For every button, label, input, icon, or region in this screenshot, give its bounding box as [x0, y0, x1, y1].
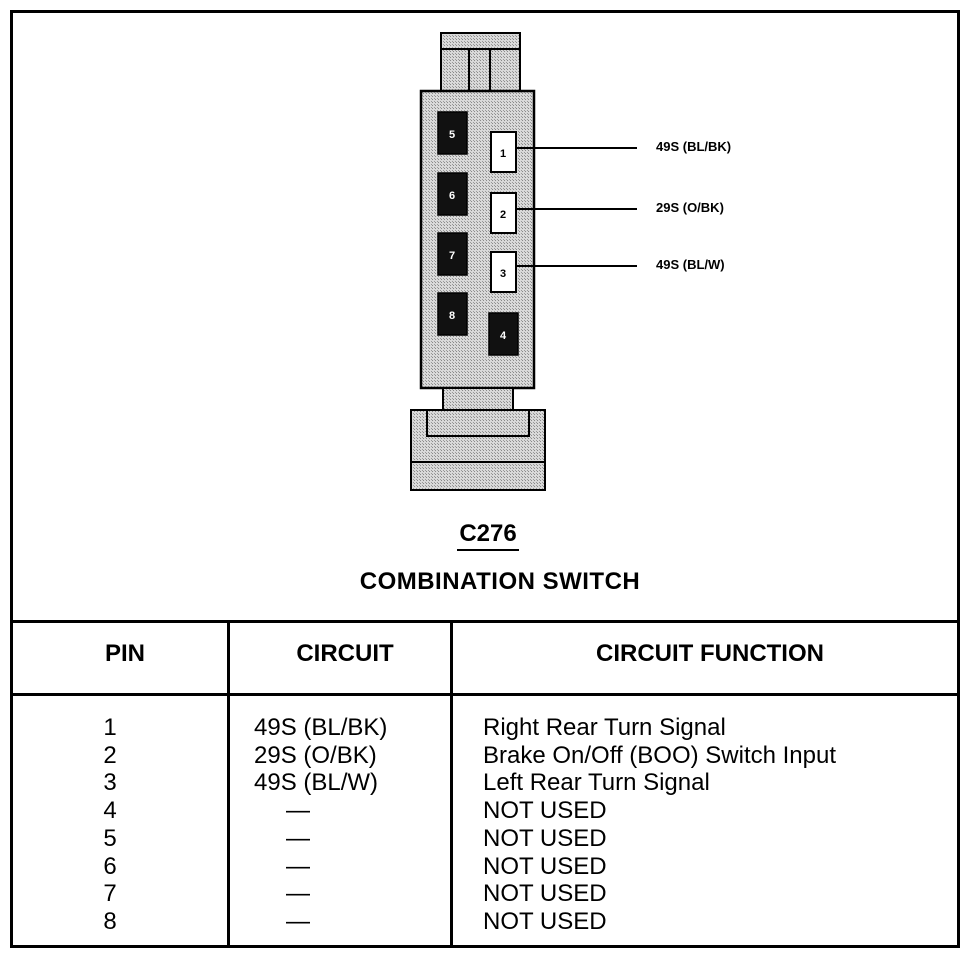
pin-4-label: 4 — [500, 330, 507, 342]
diagram-frame — [10, 10, 960, 948]
table-cell-circuit: 29S (O/BK) — [254, 741, 377, 769]
connector-bottom-base — [410, 387, 546, 491]
pin-8-label: 8 — [449, 310, 455, 322]
pin-3-label: 3 — [500, 268, 506, 280]
table-cell-circuit: — — [286, 797, 310, 825]
connector-name: COMBINATION SWITCH — [359, 568, 641, 595]
pin-8: 8 — [437, 292, 468, 336]
connector-top-latch — [440, 32, 521, 92]
pin-6-label: 6 — [449, 190, 455, 202]
pin-5-label: 5 — [449, 129, 455, 141]
connector-id-text: C276 — [457, 520, 519, 551]
table-cell-pin: 8 — [103, 907, 117, 935]
pin-6: 6 — [437, 172, 468, 216]
pin-1-label: 1 — [500, 148, 506, 160]
table-cell-circuit: — — [286, 852, 310, 880]
table-cell-circuit: 49S (BL/W) — [254, 769, 379, 797]
table-cell-pin: 4 — [103, 797, 117, 825]
connector-diagram: 5 6 7 8 4 1 2 3 49S (BL/BK) 29S (O/BK) 4… — [410, 32, 731, 491]
table-cell-pin: 6 — [103, 852, 117, 880]
table-cell-function: NOT USED — [483, 907, 607, 935]
pin-1: 1 — [490, 131, 517, 173]
wire-label-pin-2: 29S (O/BK) — [656, 200, 724, 215]
table-cell-circuit: — — [286, 880, 310, 908]
table-cell-function: Brake On/Off (BOO) Switch Input — [483, 741, 837, 769]
table-cell-circuit: — — [286, 824, 310, 852]
table-cell-function: Right Rear Turn Signal — [483, 714, 726, 741]
circuit-column: 49S (BL/BK) 29S (O/BK) 49S (BL/W) — — — … — [254, 714, 434, 936]
table-cell-pin: 5 — [103, 824, 117, 852]
table-cell-circuit: — — [286, 907, 310, 935]
table-cell-function: NOT USED — [483, 797, 607, 825]
table-cell-function: NOT USED — [483, 880, 607, 908]
table-cell-function: NOT USED — [483, 852, 607, 880]
function-column: Right Rear Turn Signal Brake On/Off (BOO… — [483, 714, 953, 936]
pin-2-label: 2 — [500, 209, 506, 221]
table-divider-2 — [450, 620, 453, 948]
table-cell-pin: 1 — [103, 714, 117, 741]
table-cell-pin: 2 — [103, 741, 117, 769]
pin-column: 1 2 3 4 5 6 7 8 — [70, 714, 150, 936]
header-circuit-function: CIRCUIT FUNCTION — [596, 640, 824, 667]
pin-5: 5 — [437, 111, 468, 155]
connector-id: C276 — [408, 520, 568, 551]
pin-4: 4 — [488, 312, 519, 356]
table-cell-circuit: 49S (BL/BK) — [254, 714, 388, 741]
header-circuit: CIRCUIT — [296, 640, 394, 667]
wire-label-pin-3: 49S (BL/W) — [656, 257, 725, 272]
table-cell-function: NOT USED — [483, 824, 607, 852]
pin-3: 3 — [490, 251, 517, 293]
table-header-rule — [10, 693, 960, 696]
wire-label-pin-1: 49S (BL/BK) — [656, 139, 731, 154]
table-cell-pin: 7 — [103, 880, 117, 908]
pin-7: 7 — [437, 232, 468, 276]
pin-7-label: 7 — [449, 250, 455, 262]
table-top-rule — [10, 620, 960, 623]
table-divider-1 — [227, 620, 230, 948]
table-cell-pin: 3 — [103, 769, 117, 797]
table-cell-function: Left Rear Turn Signal — [483, 769, 710, 797]
pin-2: 2 — [490, 192, 517, 234]
header-pin: PIN — [104, 640, 145, 667]
